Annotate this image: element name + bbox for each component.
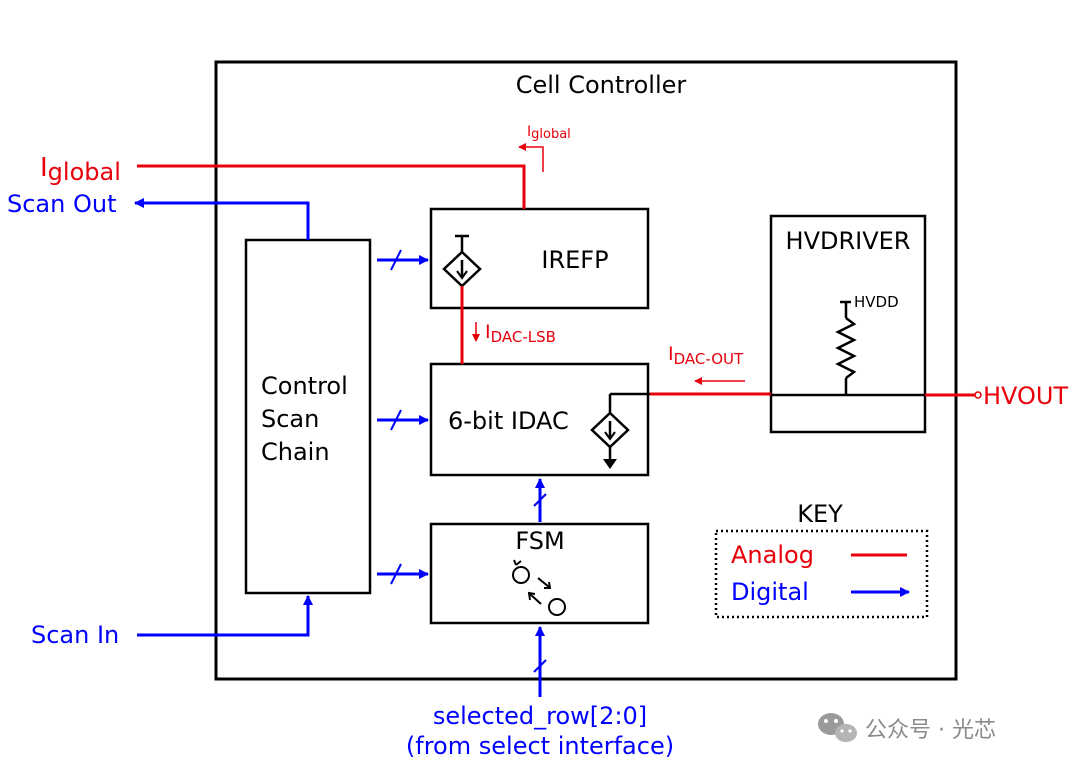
idac-label: 6-bit IDAC	[448, 407, 569, 435]
bus-slash-irefp	[390, 249, 402, 271]
fsm-block	[429, 522, 650, 625]
fsm-label: FSM	[515, 527, 564, 555]
selected-row-label: selected_row[2:0]	[433, 702, 647, 730]
key-digital-label: Digital	[731, 578, 809, 606]
irefp-label: IREFP	[541, 246, 608, 274]
fsm-state-icon	[512, 559, 566, 616]
iglobal-label: Iglobal	[40, 153, 121, 186]
scan-in-wire	[137, 595, 313, 637]
hvout-label: HVOUT	[983, 382, 1069, 410]
scan-out-label: Scan Out	[7, 190, 117, 218]
key-box	[714, 529, 929, 619]
watermark-text: 公众号 · 光芯	[865, 718, 996, 743]
bus-slash-selected-row	[533, 659, 547, 673]
idac-lsb-label: IDAC-LSB	[485, 321, 556, 346]
idac-ground-arrow-icon	[603, 459, 617, 469]
wechat-icon	[818, 713, 857, 742]
hvdriver-label: HVDRIVER	[786, 227, 911, 255]
selected-row-sublabel: (from select interface)	[406, 732, 674, 760]
bus-slash-fsm	[390, 563, 402, 585]
resistor-icon	[835, 300, 857, 395]
irefp-block	[429, 207, 650, 310]
iglobal-small-label: Iglobal	[527, 124, 571, 142]
scan-chain-label-2: Scan	[261, 405, 319, 433]
hvdd-label: HVDD	[854, 293, 899, 311]
key-title: KEY	[797, 500, 843, 528]
scan-chain-label-3: Chain	[261, 438, 330, 466]
key-analog-label: Analog	[731, 541, 814, 569]
hvout-terminal	[974, 391, 982, 399]
cell-controller-box	[214, 60, 958, 681]
scan-out-wire	[134, 198, 310, 240]
scan-chain-label-1: Control	[261, 372, 348, 400]
cell-controller-title: Cell Controller	[516, 71, 687, 99]
bus-slash-idac	[390, 409, 402, 431]
scan-in-label: Scan In	[31, 621, 119, 649]
idac-block	[429, 362, 650, 477]
idac-current-source-icon	[590, 392, 650, 459]
iglobal-wire	[137, 164, 526, 209]
bus-slash-fsm-idac	[533, 493, 547, 507]
iglobal-direction-arrow	[518, 143, 544, 172]
idac-out-label: IDAC-OUT	[668, 343, 744, 368]
